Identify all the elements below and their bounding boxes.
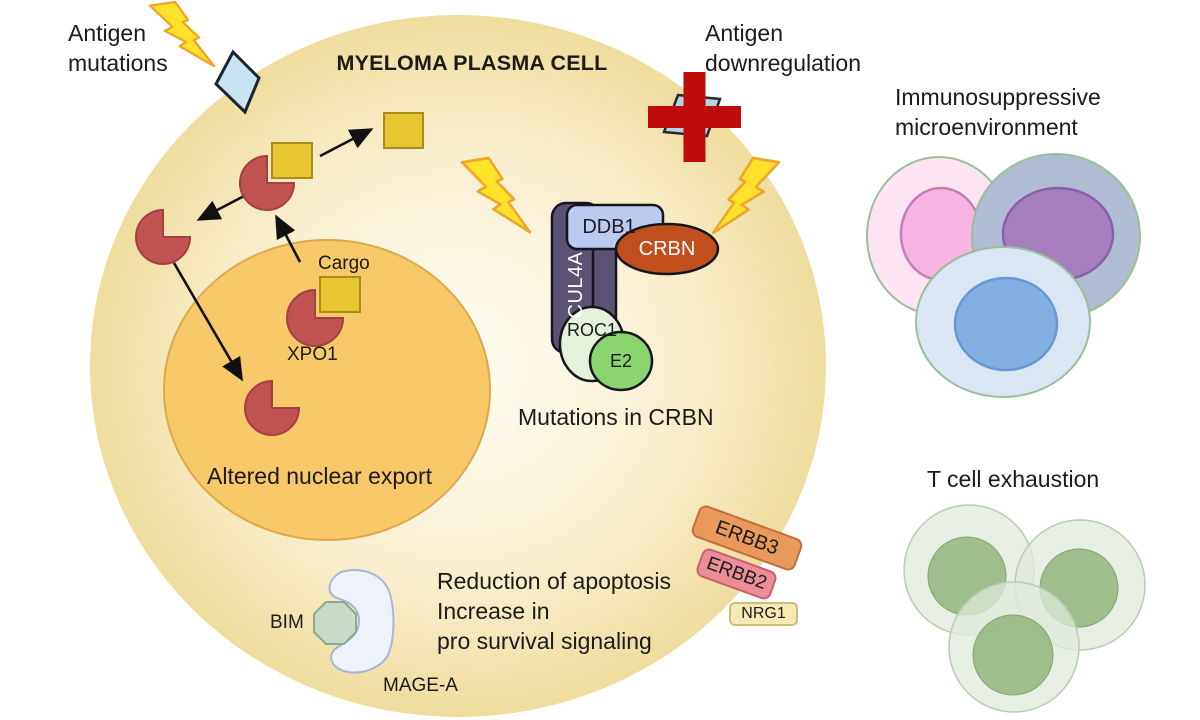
mutations-in-crbn-label: Mutations in CRBN [518,404,714,430]
mage-a-label: MAGE-A [383,675,458,696]
xpo1-proteins [135,154,345,436]
e2-circle [588,330,654,392]
altered-nuclear-export-label: Altered nuclear export [207,463,433,489]
export-arrows [172,128,374,382]
microenvironment-cells [866,153,1141,398]
antigen-downregulation-label: Antigen downregulation [705,20,862,76]
t-cell-bottom-nucleus [972,614,1054,696]
cargo-square-membrane [383,112,424,149]
bim-label: BIM [270,612,304,633]
e2-label: E2 [609,350,633,371]
crbn-ellipse [614,222,720,276]
ddb1-label: DDB1 [582,215,636,238]
cargo-square-bound [271,142,313,179]
xpo1-label: XPO1 [287,344,338,365]
arrow-into-nucleus [172,262,243,382]
cargo-label: Cargo [318,253,370,274]
cargo-square-nucleus [319,276,361,313]
mage-a-blob [328,569,395,674]
red-cross-icon [648,72,741,162]
immunosuppressive-label: Immunosuppressive microenvironment [895,84,1101,140]
antigen-diamond [214,49,261,115]
antigen-mutations-label: Antigen mutations [68,20,168,76]
arrow-to-membrane [319,128,374,158]
xpo1-pacman-left [135,208,192,265]
microenv-cell-blue-nucleus [953,276,1059,372]
xpo1-pacman-nucleus-bottom [244,379,301,436]
nrg1-label: NRG1 [741,605,786,622]
bim-octagon [313,601,357,645]
apoptosis-survival-label: Reduction of apoptosis Increase in pro s… [437,568,671,654]
arrow-nucleus-to-cytoplasm [275,214,302,263]
nucleus [163,239,491,541]
cross-horizontal-bar [648,106,741,128]
t-cell-exhaustion-label: T cell exhaustion [927,466,1100,492]
arrow-to-left-pacman [196,193,247,221]
cargo-squares [271,112,424,313]
crbn-label: CRBN [638,237,696,260]
t-cells [903,504,1146,713]
roc1-label: ROC1 [566,319,617,340]
xpo1-pacman-membrane [239,154,296,211]
crbn-complex [550,201,720,392]
nrg1-box: NRG1 [729,602,798,626]
cell-title: MYELOMA PLASMA CELL [336,51,608,75]
xpo1-pacman-nucleus-top [286,288,345,347]
